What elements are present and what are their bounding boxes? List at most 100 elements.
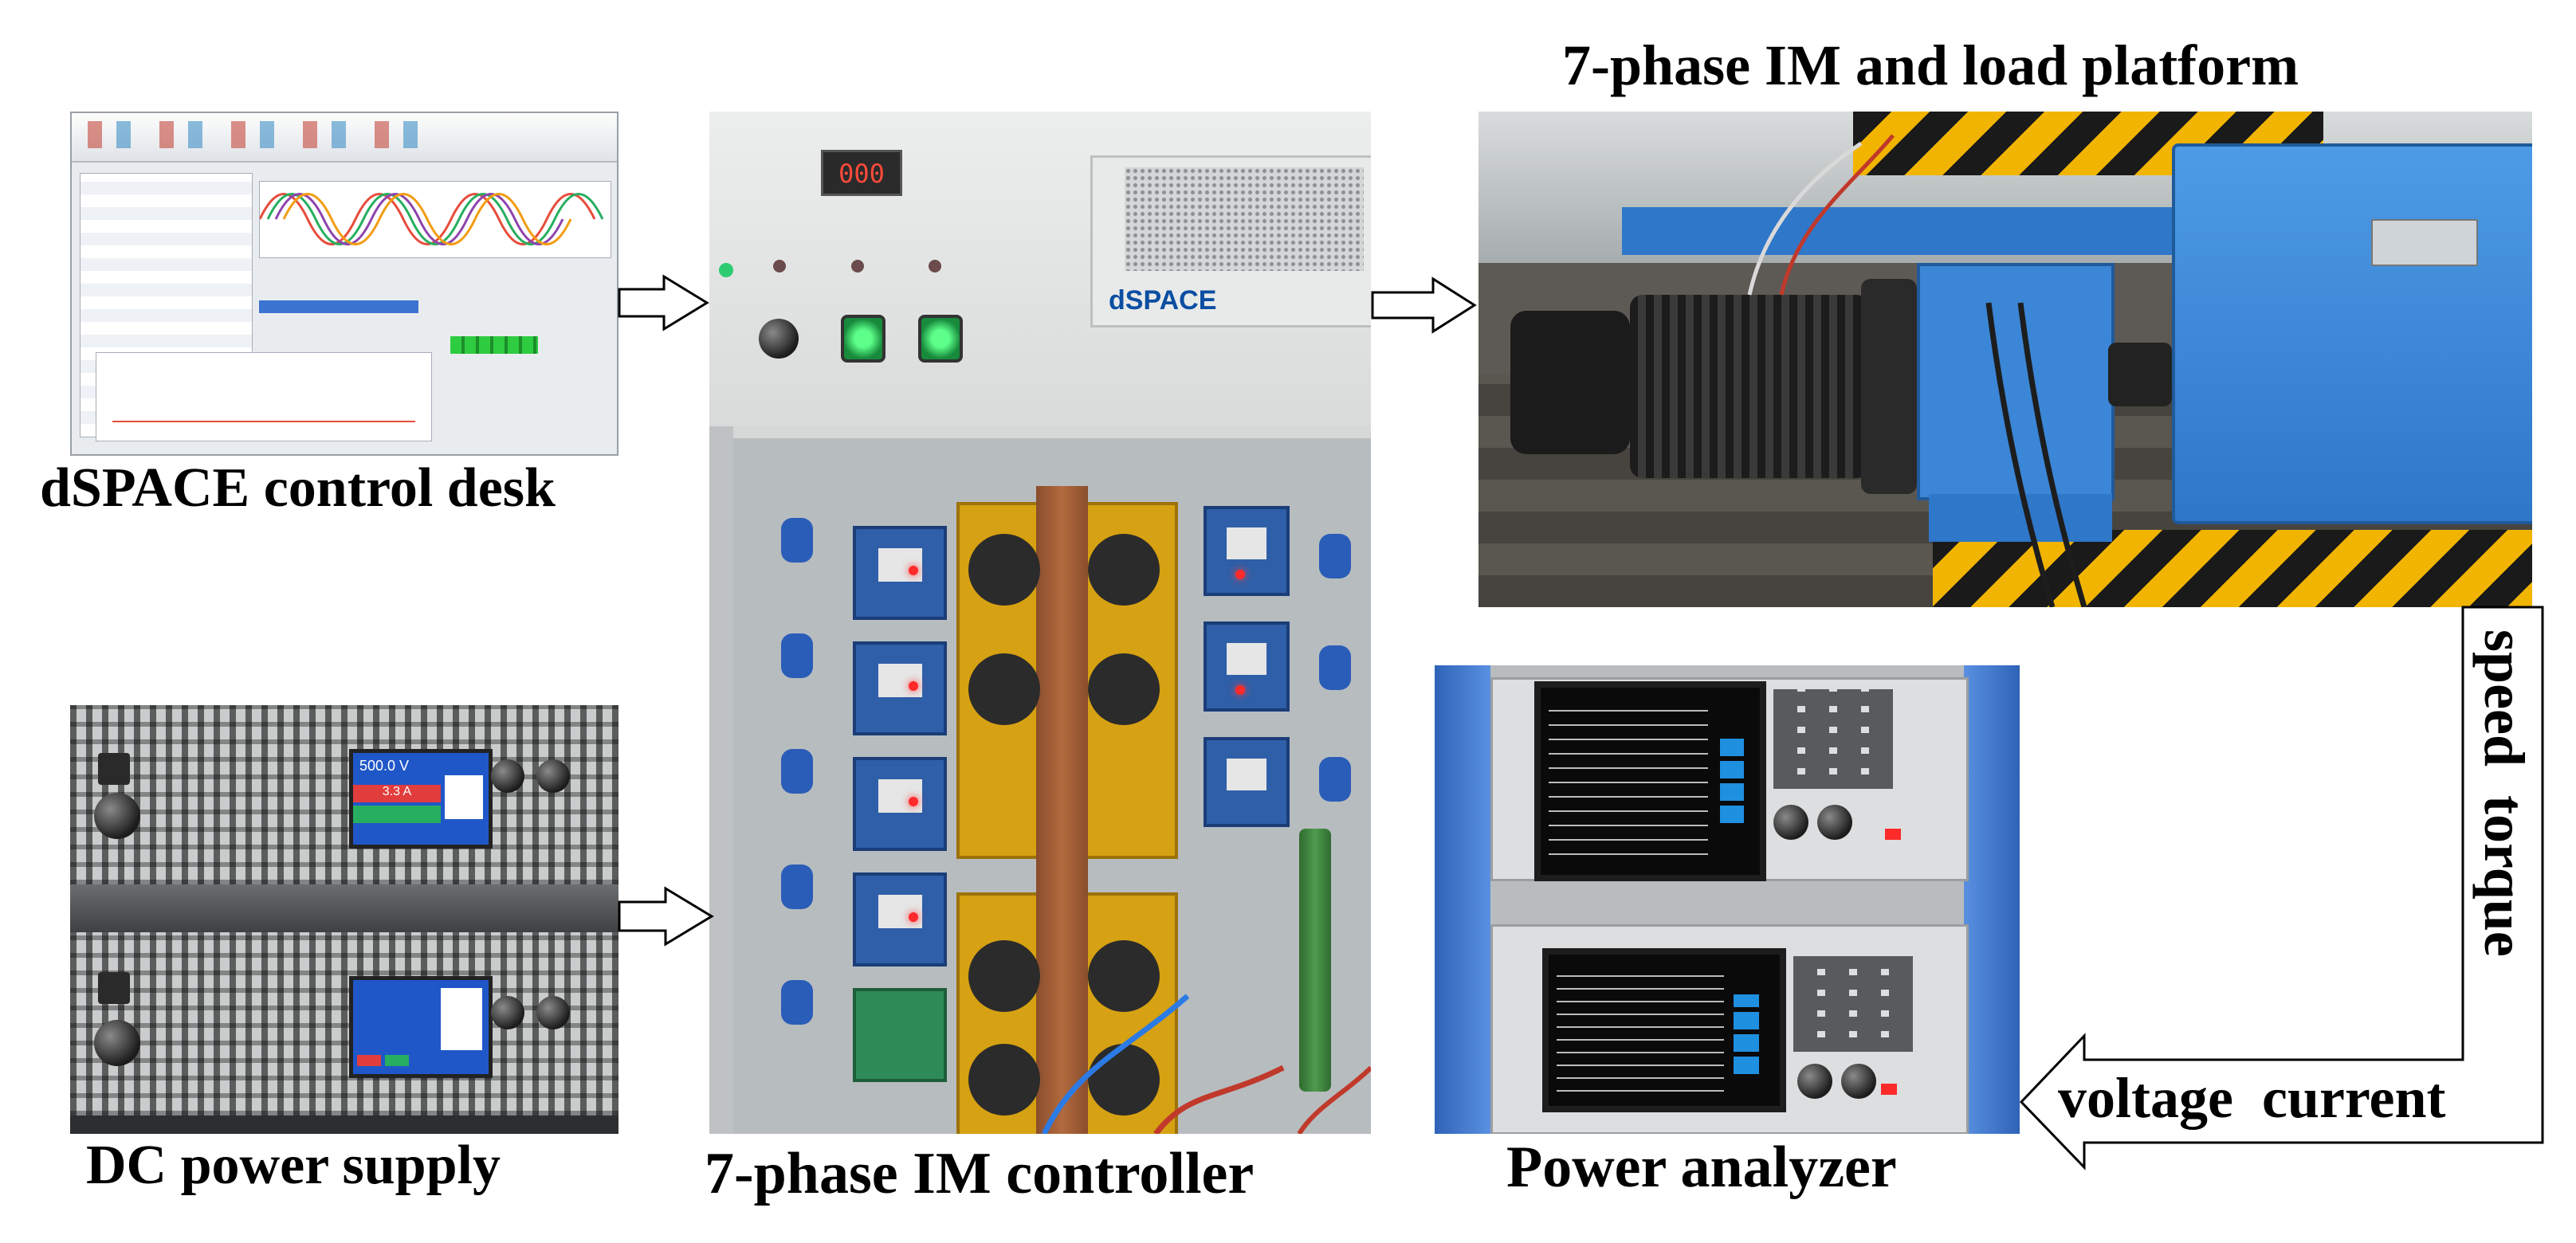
- driver-board-4: [853, 872, 947, 967]
- desk-lower-plot: [96, 352, 432, 441]
- analyzer-1-knob-a-icon: [1773, 805, 1808, 840]
- arrow-psu-to-controller: [618, 886, 714, 947]
- torque-sensor-base: [1929, 494, 2112, 542]
- driver-board-1: [853, 526, 947, 620]
- capacitor-8-icon: [1088, 1044, 1160, 1116]
- capacitor-3-icon: [968, 653, 1040, 725]
- arrow-controller-to-motor: [1371, 276, 1477, 334]
- label-speed-torque: speed torque: [2472, 629, 2536, 957]
- caption-control-desk: dSPACE control desk: [40, 457, 556, 519]
- arrow-feedback-to-analyzer: [2019, 606, 2544, 1170]
- led-5-icon: [1235, 570, 1245, 579]
- induction-motor-body: [1630, 295, 1869, 478]
- current-sensor-5-icon: [781, 980, 813, 1025]
- psu-bottom-screen: [349, 976, 493, 1078]
- driver-board-7: [1204, 622, 1290, 712]
- load-machine-nameplate: [2371, 219, 2478, 266]
- driver-board-6: [1204, 506, 1290, 596]
- caption-motor-platform: 7-phase IM and load platform: [1562, 33, 2299, 97]
- psu-top-main-knob-icon: [94, 793, 140, 839]
- psu-bottom-main-knob-icon: [94, 1020, 140, 1066]
- capacitor-2-icon: [1088, 534, 1160, 606]
- motor-encoder-cap: [1510, 311, 1630, 454]
- current-sensor-3-icon: [781, 749, 813, 794]
- caption-dc-power: DC power supply: [86, 1135, 501, 1196]
- capacitor-1-icon: [968, 534, 1040, 606]
- copper-busbar: [1036, 486, 1088, 1134]
- capacitor-6-icon: [1088, 940, 1160, 1012]
- desk-green-bars: [450, 336, 538, 354]
- arrow-desk-to-controller: [618, 274, 709, 331]
- psu-top-knob-right-icon: [536, 759, 570, 793]
- current-sensor-4-icon: [781, 865, 813, 909]
- analyzer-2-power-led: [1881, 1084, 1897, 1095]
- led-4-icon: [909, 912, 918, 922]
- driver-board-5: [853, 988, 947, 1082]
- analyzer-rack-right: [1964, 665, 2020, 1134]
- analyzer-2-knob-a-icon: [1797, 1064, 1832, 1099]
- cabinet-indicator-lamps: [719, 263, 878, 279]
- psu-top-voltage-readout: 500.0 V: [359, 758, 410, 774]
- current-sensor-8-icon: [1319, 757, 1351, 802]
- controller-cables-svg: [1041, 994, 1371, 1134]
- waveform-svg: [258, 193, 604, 245]
- dspace-unit-panel: dSPACE: [1090, 155, 1371, 327]
- power-analyzer-photo: [1435, 665, 2020, 1134]
- psu-top-current-row: 3.3 A: [353, 785, 441, 802]
- caption-controller: 7-phase IM controller: [705, 1141, 1255, 1206]
- capacitor-4-icon: [1088, 653, 1160, 725]
- platform-cables-svg: [1747, 134, 2087, 607]
- psu-bottom-power-switch: [98, 972, 130, 1004]
- cabinet-green-button-2-icon: [918, 315, 963, 363]
- cabinet-frame-left: [709, 426, 733, 1134]
- desk-selected-row: [259, 300, 418, 313]
- psu-top-graph-box: [445, 775, 483, 819]
- analyzer-1-knob-b-icon: [1817, 805, 1852, 840]
- cabinet-digital-display: 000: [821, 150, 902, 196]
- driver-board-3: [853, 757, 947, 851]
- psu-top-green-row: [353, 806, 441, 823]
- control-desk-photo: [70, 112, 618, 456]
- load-machine-body: [2172, 143, 2532, 524]
- analyzer-2-knob-b-icon: [1841, 1064, 1876, 1099]
- psu-top-unit: [70, 705, 618, 884]
- psu-top-power-switch: [98, 753, 130, 785]
- driver-board-2: [853, 641, 947, 735]
- psu-bottom-unit: [70, 932, 618, 1116]
- brake-resistor: [1299, 829, 1331, 1092]
- label-voltage-current: voltage current: [2058, 1066, 2446, 1130]
- desk-ribbon-icons: [88, 121, 422, 148]
- shaft-coupling: [2108, 343, 2172, 406]
- psu-base-shadow: [70, 1116, 618, 1134]
- current-sensor-1-icon: [781, 518, 813, 563]
- analyzer-1-power-led: [1885, 829, 1901, 840]
- lamp-b-icon: [851, 260, 864, 273]
- motor-platform-photo: [1478, 112, 2532, 607]
- capacitor-5-icon: [968, 940, 1040, 1012]
- psu-top-screen: 500.0 V 3.3 A: [349, 749, 493, 849]
- current-sensor-7-icon: [1319, 645, 1351, 690]
- led-6-icon: [1235, 685, 1245, 695]
- current-sensor-2-icon: [781, 633, 813, 678]
- analyzer-rack-left: [1435, 665, 1490, 1134]
- analyzer-1-screen: [1534, 681, 1766, 881]
- dspace-logo: dSPACE: [1109, 285, 1217, 316]
- analyzer-2-screen: [1542, 948, 1786, 1112]
- cabinet-green-button-1-icon: [841, 315, 886, 363]
- psu-rack-rail: [70, 884, 618, 932]
- led-1-icon: [909, 566, 918, 575]
- lamp-a-icon: [773, 260, 786, 273]
- dspace-vent-grill: [1125, 167, 1364, 271]
- psu-top-knob-left-icon: [491, 759, 524, 793]
- caption-power-analyzer: Power analyzer: [1506, 1135, 1897, 1200]
- analyzer-1-keypad: [1773, 689, 1893, 789]
- display-readout: 000: [838, 159, 885, 189]
- dc-power-supply-photo: 500.0 V 3.3 A: [70, 705, 618, 1134]
- lamp-c-icon: [929, 260, 941, 273]
- cabinet-key-switch-icon: [759, 319, 799, 359]
- led-3-icon: [909, 797, 918, 806]
- led-2-icon: [909, 681, 918, 691]
- capacitor-7-icon: [968, 1044, 1040, 1116]
- driver-board-8: [1204, 737, 1290, 827]
